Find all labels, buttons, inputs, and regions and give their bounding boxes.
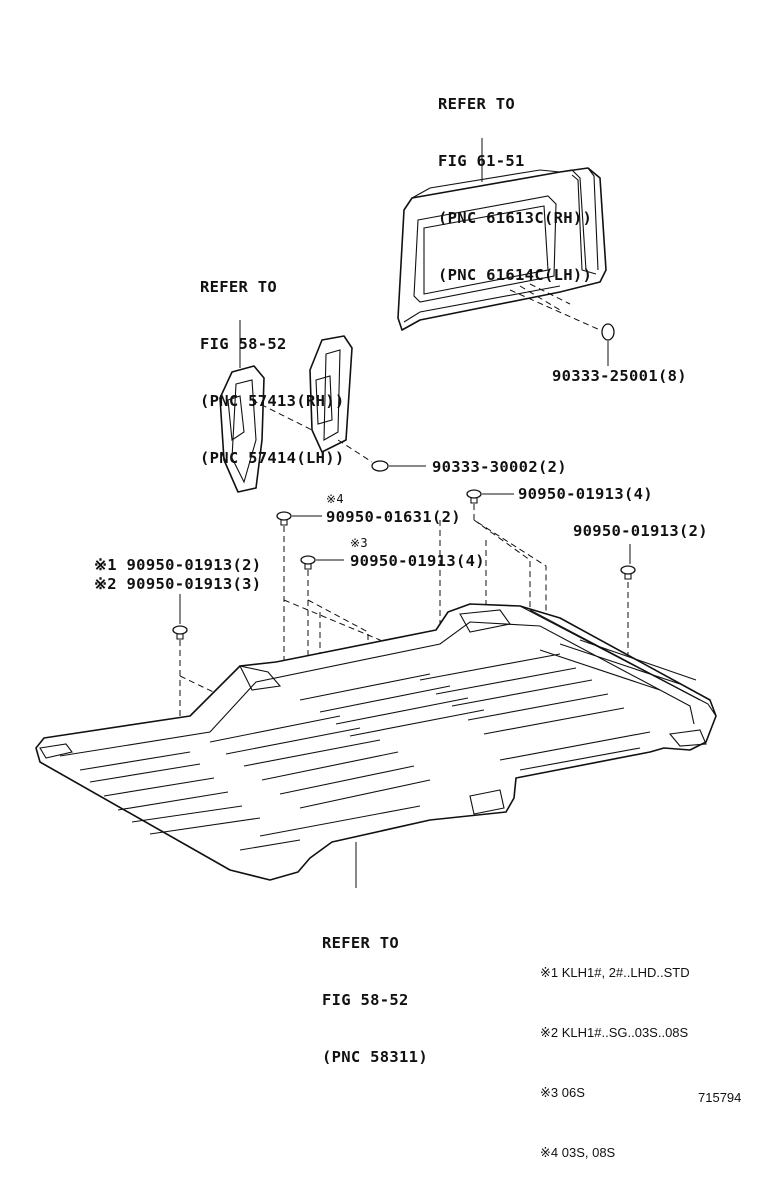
callout-line: FIG 58-52 <box>322 991 409 1009</box>
callout-line: (PNC 57413(RH)) <box>200 392 345 410</box>
part-number-plug-left-1: ※1 90950-01913(2) <box>94 556 262 574</box>
plug-icons <box>172 489 636 640</box>
part-number-plug-far-right: 90950-01913(2) <box>573 522 708 540</box>
floor-panel <box>35 603 717 888</box>
part-number-plug-left-2: ※2 90950-01913(3) <box>94 575 262 593</box>
part-number-clip-pillar: 90333-30002(2) <box>432 458 567 476</box>
callout-line: FIG 61-51 <box>438 152 525 170</box>
diagram-id: 715794 <box>698 1090 742 1105</box>
diagram-lines <box>35 138 717 888</box>
mark-3: ※3 <box>350 536 368 550</box>
pillar-trim-pieces <box>219 335 373 493</box>
part-number-plug-center: 90950-01631(2) <box>326 508 461 526</box>
callout-line: FIG 58-52 <box>200 335 287 353</box>
mark-4: ※4 <box>326 492 344 506</box>
clip-window-icon <box>601 323 615 341</box>
callout-line: (PNC 57414(LH)) <box>200 449 345 467</box>
floor-ribs <box>79 639 697 851</box>
footnote: ※3 06S <box>540 1085 585 1100</box>
callout-quarter-window: REFER TO FIG 61-51 (PNC 61613C(RH)) (PNC… <box>438 57 592 304</box>
footnote: ※1 KLH1#, 2#..LHD..STD <box>540 965 690 980</box>
parts-diagram: REFER TO FIG 61-51 (PNC 61613C(RH)) (PNC… <box>35 57 742 1160</box>
callout-line: REFER TO <box>322 934 400 952</box>
footnote: ※4 03S, 08S <box>540 1145 616 1160</box>
footnotes: ※1 KLH1#, 2#..LHD..STD ※2 KLH1#..SG..03S… <box>540 923 690 1183</box>
callout-line: REFER TO <box>200 278 278 296</box>
part-number-plug-mid: 90950-01913(4) <box>350 552 485 570</box>
callout-line: (PNC 58311) <box>322 1048 428 1066</box>
part-number-plug-upper-right: 90950-01913(4) <box>518 485 653 503</box>
callout-line: REFER TO <box>438 95 516 113</box>
footnote: ※2 KLH1#..SG..03S..08S <box>540 1025 689 1040</box>
callout-line: (PNC 61614C(LH)) <box>438 266 593 284</box>
callout-line: (PNC 61613C(RH)) <box>438 209 593 227</box>
quarter-window-assembly <box>397 167 607 331</box>
clip-pillar-icon <box>371 460 389 472</box>
callout-floor-panel: REFER TO FIG 58-52 (PNC 58311) <box>322 896 428 1086</box>
part-number-clip-window: 90333-25001(8) <box>552 367 687 385</box>
callout-pillar-trim: REFER TO FIG 58-52 (PNC 57413(RH)) (PNC … <box>200 240 344 487</box>
